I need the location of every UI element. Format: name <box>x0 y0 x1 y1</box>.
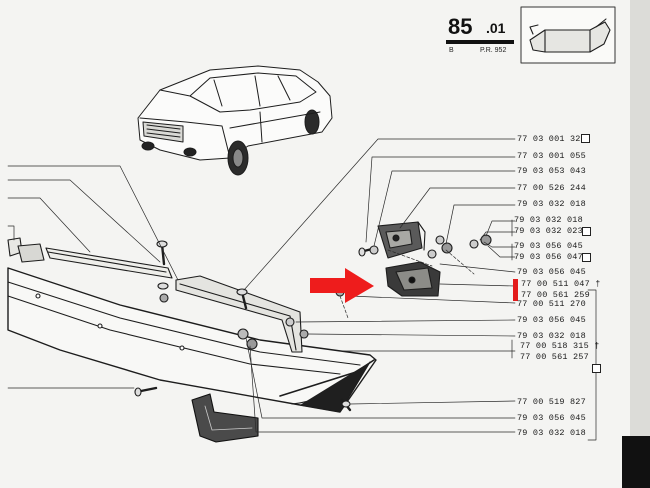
dagger-mark: † <box>595 279 601 289</box>
rubber-strip <box>175 275 303 353</box>
page-edge-shadow <box>622 436 650 488</box>
part-ref-11: 77 00 561 259 <box>521 290 590 300</box>
leader-lines <box>7 138 601 441</box>
catalog-page: 85 .01 B P.R. 952 77 03 001 323 77 03 00… <box>0 0 630 488</box>
bumper-thumbnail-icon <box>520 6 616 64</box>
part-ref-9: 79 03 056 045 <box>517 267 586 277</box>
left-valance-parts <box>7 237 173 279</box>
highlight-marker <box>513 279 518 301</box>
title-rule <box>446 40 514 44</box>
box-marker <box>582 227 591 236</box>
page-suffix: .01 <box>486 20 506 36</box>
part-ref-12: 77 00 511 270 <box>517 299 586 309</box>
red-pointer-arrow-icon <box>310 268 374 303</box>
part-ref-15: 77 00 518 315 † <box>520 341 600 351</box>
page-letter: B <box>449 47 454 54</box>
part-ref-13: 79 03 056 045 <box>517 315 586 325</box>
part-ref-2: 79 03 053 043 <box>517 166 586 176</box>
part-ref-19: 79 03 032 018 <box>517 428 586 438</box>
bracket-upper <box>377 221 426 259</box>
bumper-blade <box>7 267 377 413</box>
page-reference: P.R. 952 <box>480 47 507 54</box>
part-ref-17: 77 00 519 827 <box>517 397 586 407</box>
part-ref-8: 79 03 056 047 <box>514 252 583 262</box>
part-ref-1: 77 03 001 055 <box>517 151 586 161</box>
part-ref-18: 79 03 056 045 <box>517 413 586 423</box>
box-marker <box>592 364 601 373</box>
part-ref-10: 77 00 511 047 † <box>521 279 601 289</box>
fasteners <box>134 234 492 412</box>
page-number: 85 <box>448 14 473 39</box>
exploded-diagram <box>7 6 616 443</box>
dagger-mark: † <box>594 341 600 351</box>
box-marker <box>582 253 591 262</box>
part-ref-4: 79 03 032 018 <box>517 199 586 209</box>
part-ref-5: 79 03 032 018 <box>514 215 583 225</box>
part-ref-0: 77 03 001 323 <box>517 134 586 144</box>
box-marker <box>581 134 590 143</box>
car-illustration <box>137 65 333 176</box>
part-ref-14: 79 03 032 018 <box>517 331 586 341</box>
part-ref-7: 79 03 056 045 <box>514 241 583 251</box>
part-ref-6: 79 03 032 023 <box>514 226 583 236</box>
part-ref-3: 77 00 526 244 <box>517 183 586 193</box>
corner-piece <box>191 393 259 443</box>
bracket-lower <box>385 261 441 297</box>
page-edge <box>630 0 650 488</box>
part-ref-16: 77 00 561 257 <box>520 352 589 362</box>
